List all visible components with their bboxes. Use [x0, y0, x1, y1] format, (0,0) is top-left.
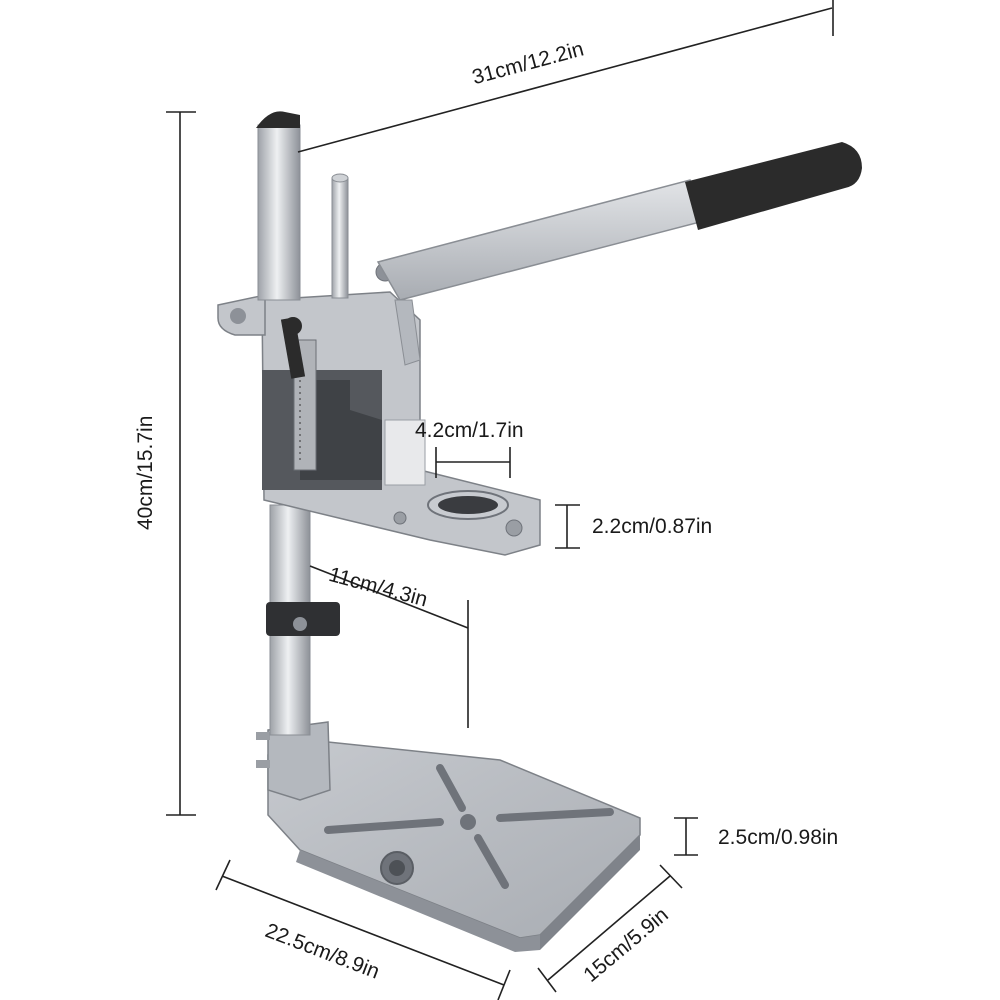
upper-tube — [257, 124, 301, 301]
tube-cap — [256, 111, 300, 128]
lock-lever — [280, 317, 306, 379]
dim-base-thickness-label: 2.5cm/0.98in — [718, 826, 839, 849]
column-mount — [256, 721, 331, 801]
collar-ring — [393, 490, 523, 537]
base-plate — [267, 741, 641, 952]
dim-height-label: 40cm/15.7in — [134, 415, 157, 530]
lever-handle — [376, 142, 862, 366]
dim-collar-height-label: 2.2cm/0.87in — [592, 515, 713, 538]
carriage-head — [261, 291, 541, 556]
dim-collar-diameter-label: 4.2cm/1.7in — [415, 419, 524, 442]
dimension-lines — [166, 0, 834, 1000]
depth-stop-clamp — [266, 602, 340, 636]
guide-rod — [331, 177, 349, 299]
